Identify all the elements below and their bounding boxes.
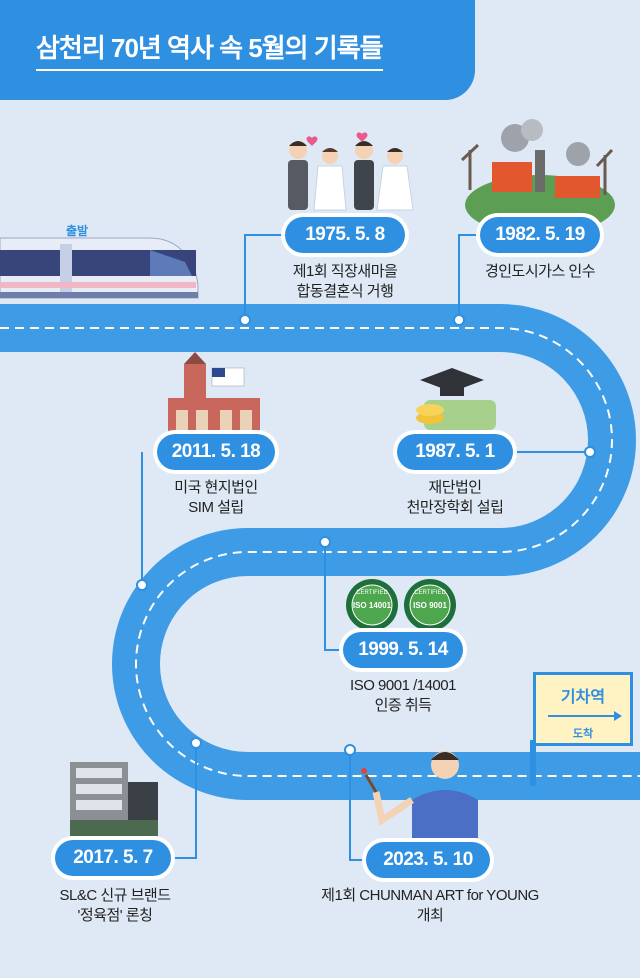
store-building-icon xyxy=(70,762,158,836)
milestone-line: 제1회 CHUNMAN ART for YOUNG xyxy=(321,887,539,904)
milestone-line: 미국 현지법인 xyxy=(174,479,258,496)
milestone-line: '정육점' 론칭 xyxy=(77,907,153,924)
road-center-line xyxy=(0,327,640,777)
date-badge-1982: 1982. 5. 19 xyxy=(480,217,600,253)
iso-certified-badge-icon: CERTIFIED ISO 14001 CERTIFIED ISO 9001 xyxy=(346,579,456,631)
milestone-line: SL&C 신규 브랜드 xyxy=(59,887,171,904)
milestone-desc-1987: 재단법인 천만장학회 설립 xyxy=(375,478,535,518)
station-sign: 기차역 도착 xyxy=(533,672,633,746)
iso9001-mid-label: ISO 9001 xyxy=(413,601,447,610)
milestone-line: 인증 취득 xyxy=(374,697,432,714)
us-building-icon xyxy=(168,352,260,440)
iso9001-top-label: CERTIFIED xyxy=(414,590,446,596)
milestone-line: SIM 설립 xyxy=(188,499,244,516)
milestone-line: 재단법인 xyxy=(428,479,482,496)
milestone-line: 개최 xyxy=(416,907,444,924)
page-title: 삼천리 70년 역사 속 5월의 기록들 xyxy=(36,28,384,71)
date-badge-2011: 2011. 5. 18 xyxy=(157,434,275,470)
milestone-desc-2023: 제1회 CHUNMAN ART for YOUNG 개최 xyxy=(290,886,570,926)
milestone-desc-1999: ISO 9001 /14001 인증 취득 xyxy=(318,676,488,716)
milestone-line: 합동결혼식 거행 xyxy=(296,283,394,300)
milestone-desc-1982: 경인도시가스 인수 xyxy=(460,262,620,282)
date-badge-2023: 2023. 5. 10 xyxy=(366,842,490,878)
milestone-line: ISO 9001 /14001 xyxy=(350,677,456,694)
milestone-desc-2011: 미국 현지법인 SIM 설립 xyxy=(136,478,296,518)
arrow-right-icon xyxy=(548,711,622,721)
date-badge-1999: 1999. 5. 14 xyxy=(343,632,463,668)
wedding-couples-icon xyxy=(288,132,414,211)
date-badge-1975: 1975. 5. 8 xyxy=(285,217,405,253)
date-badge-1987: 1987. 5. 1 xyxy=(397,434,513,470)
milestone-line: 경인도시가스 인수 xyxy=(484,263,596,280)
milestone-desc-2017: SL&C 신규 브랜드 '정육점' 론칭 xyxy=(30,886,200,926)
milestone-desc-1975: 제1회 직장새마을 합동결혼식 거행 xyxy=(255,262,435,302)
milestone-line: 천만장학회 설립 xyxy=(406,499,504,516)
iso14001-top-label: CERTIFIED xyxy=(356,590,388,596)
iso14001-mid-label: ISO 14001 xyxy=(353,601,392,610)
painter-icon xyxy=(361,751,478,838)
graduation-cap-money-icon xyxy=(416,368,496,430)
start-label: 출발 xyxy=(66,224,89,238)
train-icon xyxy=(0,237,199,299)
station-sub-label: 도착 xyxy=(572,728,594,740)
milestone-line: 제1회 직장새마을 xyxy=(292,263,398,280)
station-name: 기차역 xyxy=(560,689,606,706)
connectors xyxy=(141,234,590,861)
title-banner: 삼천리 70년 역사 속 5월의 기록들 xyxy=(0,0,475,100)
connector-dots xyxy=(136,314,596,756)
date-badge-2017: 2017. 5. 7 xyxy=(55,840,171,876)
